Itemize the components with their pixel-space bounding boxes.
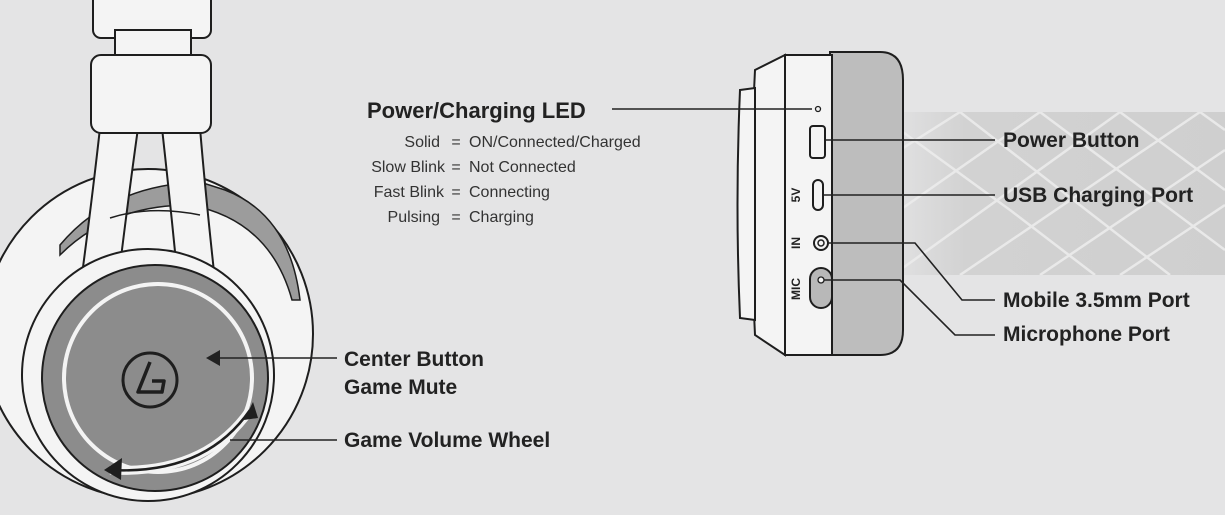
callout-center-button: Center Button bbox=[344, 348, 484, 371]
led-state-2: Fast Blink bbox=[374, 184, 445, 201]
side-plate bbox=[750, 53, 786, 357]
mic-port[interactable] bbox=[809, 267, 833, 309]
left-headphone bbox=[0, 0, 314, 502]
hinge-block bbox=[90, 54, 212, 134]
power-button[interactable] bbox=[809, 125, 826, 159]
side-cup bbox=[784, 54, 833, 356]
in-label: IN bbox=[789, 237, 803, 249]
center-button[interactable] bbox=[66, 286, 250, 470]
side-plate-inner bbox=[736, 86, 756, 322]
callout-mobile-port: Mobile 3.5mm Port bbox=[1003, 289, 1190, 312]
led-table: Solid = ON/Connected/Charged Slow Blink … bbox=[371, 134, 640, 226]
side-view-headphone: 5V IN MIC bbox=[736, 51, 904, 357]
callout-volume-wheel: Game Volume Wheel bbox=[344, 429, 550, 452]
led-eq-0: = bbox=[451, 134, 460, 151]
leader-lines bbox=[206, 108, 995, 441]
side-led-pinhole bbox=[814, 105, 822, 113]
lucidsound-logo-icon bbox=[121, 351, 179, 409]
led-eq-2: = bbox=[451, 184, 460, 201]
usb-label: 5V bbox=[789, 188, 803, 203]
curved-double-arrow-icon bbox=[104, 402, 258, 480]
led-title: Power/Charging LED bbox=[367, 98, 586, 123]
headband-slider bbox=[114, 29, 192, 59]
side-cushion bbox=[829, 51, 904, 356]
led-state-1: Slow Blink bbox=[371, 159, 446, 176]
ear-cup-inner-shadow bbox=[109, 209, 201, 219]
callout-mic-port: Microphone Port bbox=[1003, 323, 1170, 346]
mobile-jack[interactable] bbox=[813, 235, 829, 251]
pattern-band bbox=[900, 112, 1225, 275]
leader-mic bbox=[824, 279, 995, 336]
callout-game-mute: Game Mute bbox=[344, 376, 457, 399]
mic-label: MIC bbox=[789, 278, 803, 300]
leader-mobile bbox=[828, 242, 995, 301]
led-meaning-3: Charging bbox=[469, 209, 534, 226]
callout-power-button: Power Button bbox=[1003, 129, 1140, 152]
led-eq-3: = bbox=[451, 209, 460, 226]
usb-port[interactable] bbox=[812, 179, 824, 211]
led-meaning-1: Not Connected bbox=[469, 159, 576, 176]
led-eq-1: = bbox=[451, 159, 460, 176]
led-meaning-0: ON/Connected/Charged bbox=[469, 134, 641, 151]
led-state-3: Pulsing bbox=[388, 209, 440, 226]
led-meaning-2: Connecting bbox=[469, 184, 550, 201]
led-state-0: Solid bbox=[404, 134, 440, 151]
callout-usb-port: USB Charging Port bbox=[1003, 184, 1193, 207]
